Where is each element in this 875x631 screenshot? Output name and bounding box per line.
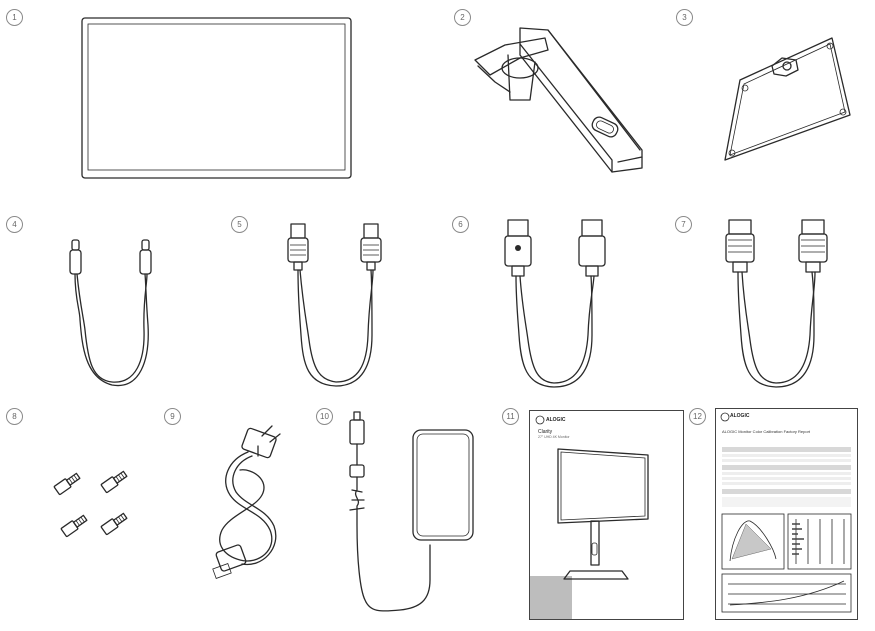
- report-brand: ALOGIC: [730, 413, 750, 419]
- guide-title: Clarity: [538, 429, 553, 435]
- report-table-row-5: [722, 482, 851, 485]
- guide-side-band: [530, 576, 572, 619]
- guide-logo-icon: [535, 415, 545, 425]
- item-number-2: 2: [454, 9, 471, 26]
- item-number-7: 7: [675, 216, 692, 233]
- report-title: ALOGIC Monitor Color Calibration Factory…: [722, 429, 811, 434]
- item-number-10: 10: [316, 408, 333, 425]
- report-table-header-2: [722, 465, 851, 470]
- quick-start-guide: ALOGIC Clarity 27" UHD 4K Monitor: [529, 410, 684, 620]
- guide-brand: ALOGIC: [546, 417, 566, 423]
- calibration-report: ALOGIC ALOGIC Monitor Color Calibration …: [715, 408, 858, 620]
- item-number-3: 3: [676, 9, 693, 26]
- report-table-row-2: [722, 459, 851, 462]
- item-number-11: 11: [502, 408, 519, 425]
- report-table-row-6: [722, 497, 851, 507]
- guide-monitor-illustration-icon: [557, 448, 649, 580]
- item-number-4: 4: [6, 216, 23, 233]
- report-table-row-1: [722, 454, 851, 457]
- report-table-row-3: [722, 472, 851, 475]
- report-charts-icon: [721, 513, 852, 613]
- item-number-8: 8: [6, 408, 23, 425]
- item-number-6: 6: [452, 216, 469, 233]
- guide-subtitle: 27" UHD 4K Monitor: [538, 435, 570, 439]
- item-number-9: 9: [164, 408, 181, 425]
- item-number-12: 12: [689, 408, 706, 425]
- report-table-header: [722, 447, 851, 452]
- report-table-row-4: [722, 477, 851, 480]
- item-number-1: 1: [6, 9, 23, 26]
- report-table-header-3: [722, 489, 851, 494]
- item-number-5: 5: [231, 216, 248, 233]
- report-logo-icon: [720, 412, 730, 422]
